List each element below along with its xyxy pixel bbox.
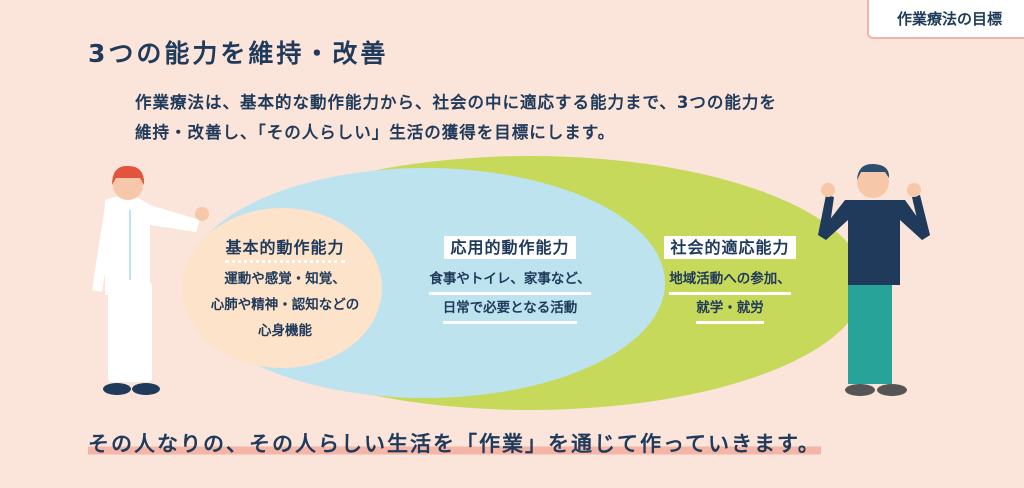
applied-ability-line: 食事やトイレ、家事など、 <box>429 266 591 295</box>
social-ability-label: 社会的適応能力 地域活動への参加、 就学・就労 <box>640 234 820 324</box>
intro-text: 作業療法は、基本的な動作能力から、社会の中に適応する能力まで、3つの能力を 維持… <box>135 88 777 148</box>
social-ability-line: 地域活動への参加、 <box>669 266 791 295</box>
basic-ability-label: 基本的動作能力 運動や感覚・知覚、 心肺や精神・認知などの 心身機能 <box>190 234 380 344</box>
intro-line: 維持・改善し、「その人らしい」生活の獲得を目標にします。 <box>135 123 616 142</box>
section-tag: 作業療法の目標 <box>866 0 1024 39</box>
applied-ability-line: 日常で必要となる活動 <box>442 295 578 324</box>
applied-ability-label: 応用的動作能力 食事やトイレ、家事など、 日常で必要となる活動 <box>405 234 615 324</box>
page-title: 3つの能力を維持・改善 <box>88 39 389 68</box>
intro-line: 作業療法は、基本的な動作能力から、社会の中に適応する能力まで、3つの能力を <box>135 93 777 112</box>
therapist-illustration <box>92 165 209 395</box>
social-ability-line: 就学・就労 <box>696 295 764 324</box>
basic-ability-line: 心身機能 <box>258 323 312 339</box>
basic-ability-line: 運動や感覚・知覚、 <box>224 271 346 287</box>
applied-ability-heading: 応用的動作能力 <box>444 236 576 259</box>
basic-ability-ellipse <box>182 208 382 368</box>
basic-ability-line: 心肺や精神・認知などの <box>210 297 360 313</box>
basic-ability-heading: 基本的動作能力 <box>225 238 345 263</box>
footer-message: その人なりの、その人らしい生活を「作業」を通じて作っていきます。 <box>88 428 821 458</box>
patient-illustration <box>818 163 930 396</box>
social-ability-heading: 社会的適応能力 <box>664 236 796 259</box>
